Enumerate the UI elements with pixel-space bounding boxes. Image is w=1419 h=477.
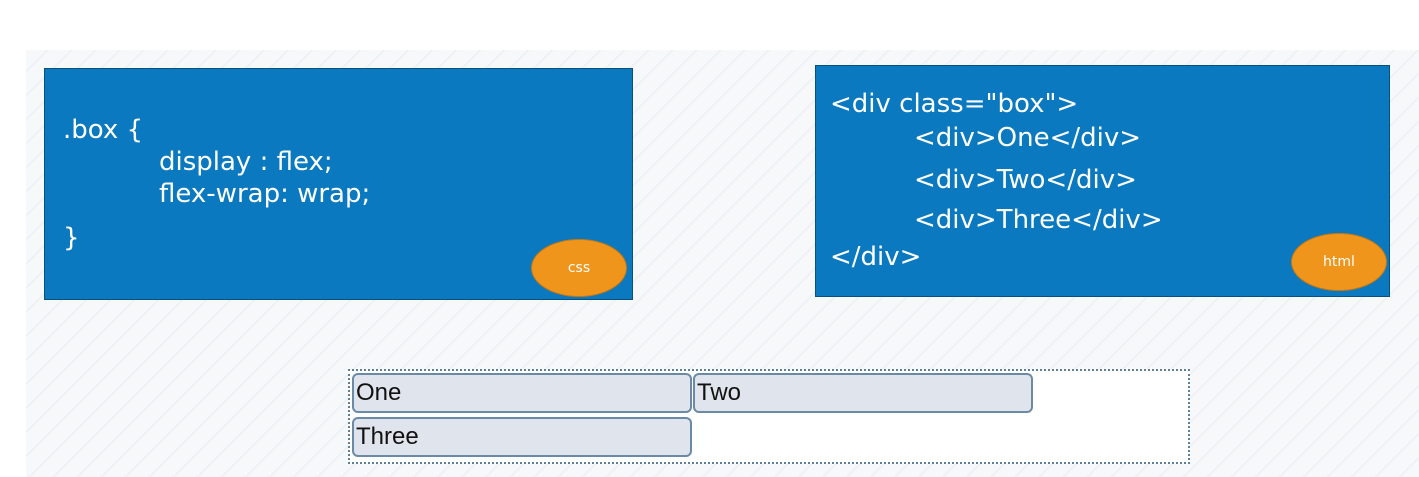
html-code-line: <div>One</div> xyxy=(914,123,1142,153)
html-code-line: <div class="box"> xyxy=(830,89,1079,119)
html-code-line: <div>Two</div> xyxy=(914,165,1137,195)
demo-item-two: Two xyxy=(693,373,1033,413)
css-code-line: display : flex; xyxy=(159,147,333,177)
css-code-card: .box { display : flex; flex-wrap: wrap; … xyxy=(44,68,633,300)
html-badge: html xyxy=(1291,233,1387,291)
demo-item-three: Three xyxy=(352,417,692,457)
css-code-line: .box { xyxy=(63,115,144,145)
css-code-line: } xyxy=(63,223,80,253)
css-badge: css xyxy=(531,239,627,297)
flex-demo-container: One Two Three xyxy=(348,369,1190,464)
html-code-line: <div>Three</div> xyxy=(914,205,1163,235)
html-code-card: <div class="box"> <div>One</div> <div>Tw… xyxy=(815,65,1390,297)
html-code-line: </div> xyxy=(830,242,922,272)
css-code-line: flex-wrap: wrap; xyxy=(159,179,371,209)
demo-item-one: One xyxy=(352,373,692,413)
